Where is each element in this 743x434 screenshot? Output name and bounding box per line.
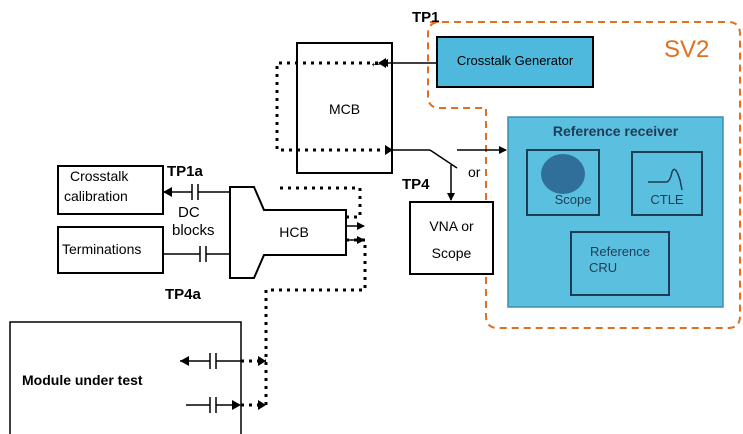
dc-blocks-label-1: DC <box>178 204 200 221</box>
module-link-arrowhead-1 <box>258 356 266 366</box>
mcb-label: MCB <box>328 101 361 117</box>
dotted-top-route <box>275 61 385 152</box>
dc-blocks-label-2: blocks <box>172 222 215 239</box>
ctle-label: CTLE <box>650 192 684 207</box>
terminations-box <box>57 226 164 274</box>
reference-cru-box <box>570 231 670 296</box>
module-under-test-label: Module under test <box>22 372 143 388</box>
dotted-hcb-route-2 <box>264 238 367 407</box>
capacitor-1-gap <box>192 184 198 200</box>
dotted-top-arrowhead <box>385 145 393 155</box>
tp4a-label: TP4a <box>165 286 201 303</box>
reference-receiver-box <box>507 116 724 308</box>
mcb-box <box>296 42 393 174</box>
tp1a-label: TP1a <box>167 163 203 180</box>
crosstalk-calibration-box <box>57 165 164 215</box>
reference-receiver-title: Reference receiver <box>552 123 679 139</box>
xtalk-cal-arrowhead <box>163 187 172 197</box>
switch-blade <box>429 149 458 169</box>
tp1-label: TP1 <box>412 9 440 26</box>
module-link-arrowhead-2 <box>258 400 266 410</box>
sv2-label: SV2 <box>664 36 710 63</box>
crosstalk-generator-label: Crosstalk Generator <box>456 53 574 68</box>
ctle-box <box>631 151 703 216</box>
reference-cru-label-2: CRU <box>589 260 618 275</box>
hcb-shape <box>229 186 347 279</box>
ctle-curve-icon <box>648 168 683 191</box>
crosstalk-cal-label-1: Crosstalk <box>70 168 129 184</box>
or-label: or <box>468 164 481 180</box>
vna-label-2: Scope <box>431 245 472 261</box>
sv2-boundary <box>427 21 741 329</box>
scope-inner-label: Scope <box>554 192 592 207</box>
capacitor-4-gap <box>210 397 216 413</box>
capacitor-2-gap <box>200 246 206 262</box>
dotted-top-left-arrowhead <box>378 58 386 68</box>
mut-line-1-arrowhead <box>180 356 189 366</box>
terminations-label: Terminations <box>62 241 142 257</box>
reference-cru-label-1: Reference <box>590 244 650 259</box>
hcb-label: HCB <box>279 224 309 240</box>
crosstalk-generator-box <box>436 36 594 88</box>
crosstalk-cal-label-2: calibration <box>64 188 128 204</box>
scope-blob <box>541 154 585 194</box>
vna-label-1: VNA or <box>429 218 474 234</box>
tp4-label: TP4 <box>402 176 430 193</box>
scope-inner-box <box>526 149 600 216</box>
mut-line-2-arrowhead <box>232 400 241 410</box>
vna-scope-box <box>409 201 494 275</box>
capacitor-3-gap <box>210 353 216 369</box>
module-under-test-box <box>9 321 242 434</box>
